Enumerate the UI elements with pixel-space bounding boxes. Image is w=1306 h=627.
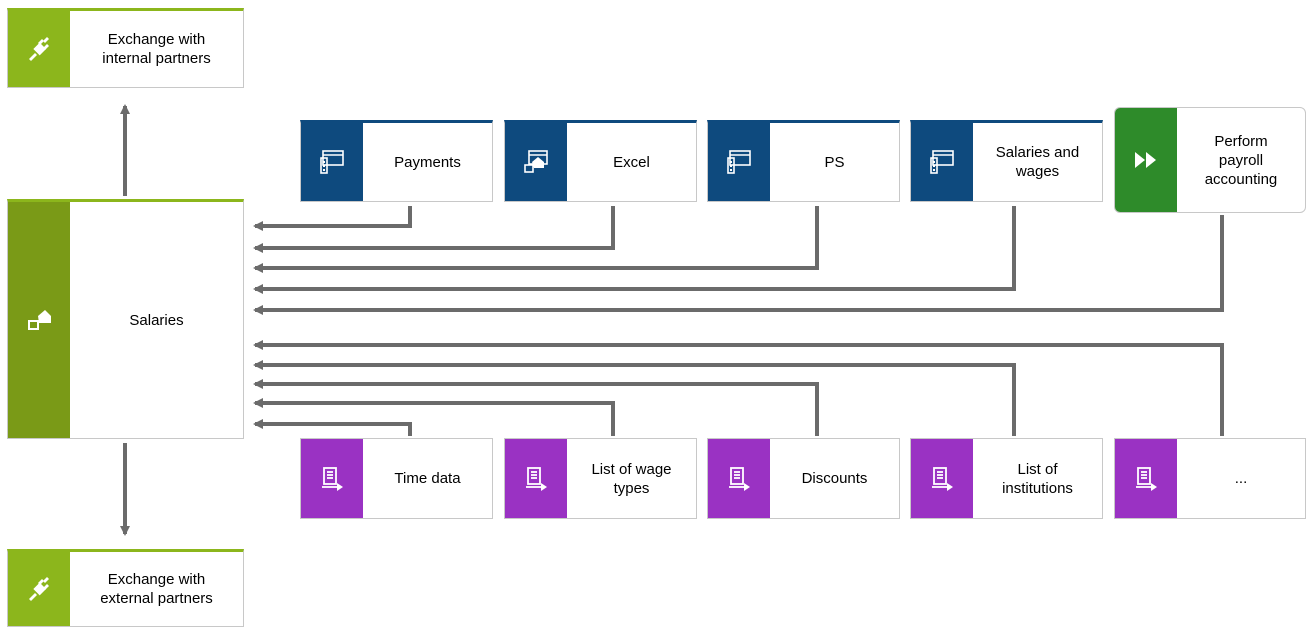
document-label-more: ... <box>1234 470 1248 487</box>
salaries-node[interactable]: Salaries <box>7 199 244 439</box>
arrow-discounts <box>253 379 819 436</box>
document-label-wage-types: List of wage types <box>591 460 672 497</box>
system-label-excel: Excel <box>613 153 650 171</box>
arrow-payments <box>253 206 412 231</box>
document-node-institutions[interactable]: List of institutions <box>910 438 1103 519</box>
application-icon <box>301 123 363 201</box>
document-label-institutions: List of institutions <box>1002 460 1073 497</box>
document-node-discounts[interactable]: Discounts <box>707 438 900 519</box>
process-label: Perform payroll accounting <box>1204 132 1278 188</box>
house-application-icon <box>505 123 567 201</box>
document-node-more[interactable]: ... <box>1114 438 1306 519</box>
system-node-salaries-wages[interactable]: Salaries and wages <box>910 120 1103 202</box>
salaries-label: Salaries <box>129 311 184 329</box>
system-node-ps[interactable]: PS <box>707 120 900 202</box>
application-icon <box>708 123 770 201</box>
document-node-time-data[interactable]: Time data <box>300 438 493 519</box>
external-partners-node[interactable]: Exchange with external partners <box>7 549 244 627</box>
plug-icon <box>8 11 70 87</box>
system-label-payments: Payments <box>394 153 461 171</box>
arrow-more <box>253 340 1224 436</box>
system-node-excel[interactable]: Excel <box>504 120 697 202</box>
arrow-institutions <box>253 360 1016 436</box>
internal-partners-node[interactable]: Exchange with internal partners <box>7 8 244 88</box>
system-label-ps: PS <box>824 153 845 171</box>
document-label-time-data: Time data <box>394 470 461 487</box>
system-node-payments[interactable]: Payments <box>300 120 493 202</box>
document-label-discounts: Discounts <box>801 470 868 487</box>
document-output-icon <box>301 439 363 518</box>
arrow-wage-types <box>253 398 615 436</box>
internal-partners-label: Exchange with internal partners <box>102 31 211 67</box>
document-output-icon <box>911 439 973 518</box>
system-label-salaries-wages: Salaries and wages <box>995 144 1080 180</box>
arrow-perform-payroll <box>253 215 1224 315</box>
arrow-excel <box>253 206 615 253</box>
process-node-perform-payroll[interactable]: Perform payroll accounting <box>1114 107 1306 213</box>
arrow-ps <box>253 206 819 273</box>
document-output-icon <box>1115 439 1177 518</box>
arrow-time-data <box>253 419 412 436</box>
document-node-wage-types[interactable]: List of wage types <box>504 438 697 519</box>
fast-forward-icon <box>1115 108 1177 212</box>
application-icon <box>911 123 973 201</box>
plug-icon <box>8 552 70 626</box>
document-output-icon <box>708 439 770 518</box>
arrow-salaries-wages <box>253 206 1016 294</box>
house-icon <box>8 202 70 438</box>
external-partners-label: Exchange with external partners <box>100 571 213 607</box>
document-output-icon <box>505 439 567 518</box>
